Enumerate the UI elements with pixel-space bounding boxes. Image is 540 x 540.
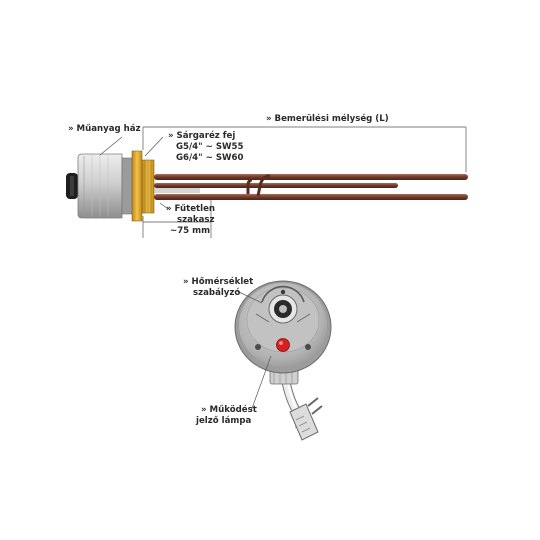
screw-left — [255, 344, 261, 350]
indicator-lamp — [276, 338, 290, 352]
screw-right — [305, 344, 311, 350]
thermostat-leaders — [236, 290, 272, 412]
thermostat-front-view — [234, 280, 332, 441]
knob — [66, 173, 78, 199]
label-unheated-2: szakasz — [177, 215, 215, 225]
label-lamp-1: » Működést — [201, 405, 257, 415]
dial-bracket — [255, 313, 311, 323]
label-thermostat-1: » Hőmérséklet — [183, 277, 254, 287]
brass-head — [131, 150, 155, 222]
label-thread-2: G6/4" ~ SW60 — [176, 153, 244, 163]
label-brass-head: » Sárgaréz fej — [168, 131, 236, 141]
thermostat-housing — [234, 280, 332, 374]
thermostat-dial — [261, 285, 305, 324]
label-thermostat-2: szabályzó — [193, 288, 241, 298]
heating-element-side-view — [66, 150, 468, 222]
label-thread-1: G5/4" ~ SW55 — [176, 142, 244, 152]
label-lamp-2: jelző lámpa — [196, 416, 252, 426]
label-unheated-1: » Fűtetlen — [166, 204, 216, 214]
label-unheated-length: ~75 mm — [170, 226, 211, 236]
label-plastic-housing: » Műanyag ház — [68, 124, 141, 134]
heating-rods — [154, 174, 468, 200]
label-immersion-depth: » Bemerülési mélység (L) — [266, 114, 389, 124]
plastic-housing — [77, 153, 133, 219]
plug — [289, 397, 323, 441]
dimension-lines — [99, 126, 467, 238]
